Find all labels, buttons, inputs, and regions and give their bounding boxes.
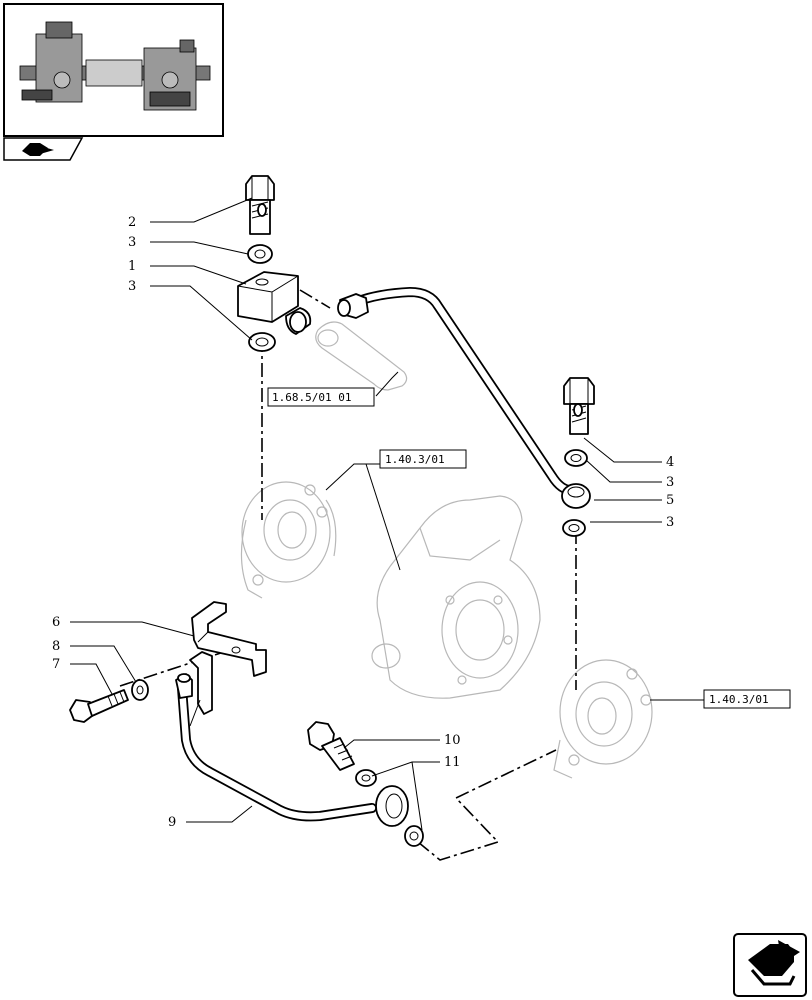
bracket-part-6[interactable] <box>191 601 267 677</box>
label-5: 5 <box>666 493 674 508</box>
label-6: 6 <box>52 615 60 630</box>
banjo-part-5[interactable] <box>561 483 591 509</box>
section-arrow-icon[interactable] <box>3 137 84 161</box>
leader-lines <box>70 197 704 831</box>
label-3-d: 3 <box>666 515 674 530</box>
ghost-gear-housing <box>371 495 541 699</box>
ghost-hub-upper <box>240 481 337 599</box>
bolt-part-10[interactable] <box>307 721 355 771</box>
washer-part-3-upper[interactable] <box>247 244 273 264</box>
label-2: 2 <box>128 215 136 230</box>
ref-box-1-68-5[interactable]: 1.68.5/01 01 <box>267 387 375 407</box>
ref-label-1: 1.68.5/01 01 <box>272 391 351 404</box>
pipe-part-9[interactable] <box>175 651 409 827</box>
label-1: 1 <box>128 259 136 274</box>
washer-part-3-lower[interactable] <box>248 332 276 352</box>
label-4: 4 <box>666 455 674 470</box>
washer-part-11-lower[interactable] <box>404 825 424 847</box>
label-3-b: 3 <box>128 279 136 294</box>
ref-label-2: 1.40.3/01 <box>385 453 445 466</box>
assembly-lines <box>119 289 577 861</box>
pipe-upper[interactable] <box>337 287 579 496</box>
ghost-hub-lower <box>553 659 653 779</box>
label-3-c: 3 <box>666 475 674 490</box>
label-9: 9 <box>168 815 176 830</box>
label-3-a: 3 <box>128 235 136 250</box>
ref-box-1-40-3-upper[interactable]: 1.40.3/01 <box>379 449 467 469</box>
part-labels: 2 3 1 3 4 3 5 3 6 8 7 9 10 11 <box>52 215 674 830</box>
bolt-part-7[interactable] <box>69 689 129 723</box>
washer-part-11-upper[interactable] <box>355 769 377 787</box>
ghost-pipe-end <box>315 321 408 391</box>
bolt-part-4[interactable] <box>563 377 595 435</box>
washer-part-3-right-upper[interactable] <box>564 449 588 467</box>
label-10: 10 <box>444 733 461 748</box>
axle-thumbnail[interactable] <box>3 3 224 137</box>
next-page-arrow-icon[interactable] <box>733 933 807 997</box>
label-11: 11 <box>444 755 461 770</box>
label-7: 7 <box>52 657 60 672</box>
ref-box-1-40-3-lower[interactable]: 1.40.3/01 <box>703 689 791 709</box>
label-8: 8 <box>52 639 60 654</box>
washer-part-3-right-lower[interactable] <box>562 519 586 537</box>
fitting-part-1[interactable] <box>237 271 312 335</box>
bolt-part-2[interactable] <box>245 175 275 235</box>
washer-part-8[interactable] <box>131 679 149 701</box>
ref-label-3: 1.40.3/01 <box>709 693 769 706</box>
